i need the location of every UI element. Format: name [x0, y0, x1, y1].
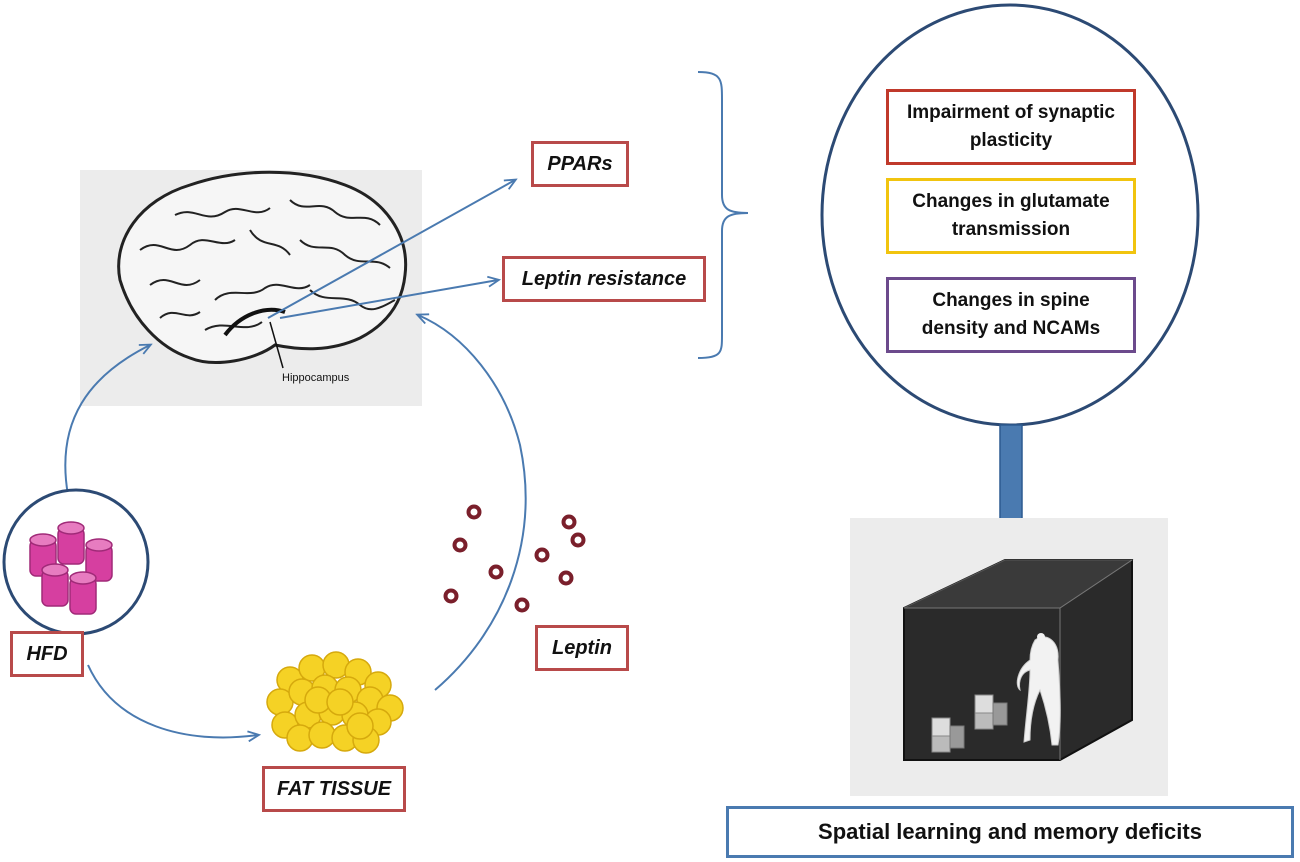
arrows: [64, 180, 527, 737]
leptin-dot: [488, 564, 504, 580]
rat-box-illustration: [903, 559, 1134, 761]
arrow-brain-to-leptin-resistance: [279, 280, 498, 319]
leptin-molecules: [443, 504, 586, 613]
leptin-dot: [558, 570, 574, 586]
leptin-dot: [570, 532, 586, 548]
effect-box-glutamate: Changes in glutamate transmission: [886, 178, 1136, 254]
leptin-label: Leptin: [535, 625, 629, 671]
leptin-dot: [466, 504, 482, 520]
arrow-leptin-to-brain: [418, 315, 527, 691]
hippocampus-label: Hippocampus: [282, 372, 350, 384]
leptin-dot: [514, 597, 530, 613]
leptin-dot: [452, 537, 468, 553]
hfd-cylinders-icon: [29, 521, 113, 615]
hfd-label: HFD: [10, 631, 84, 677]
effect-box-synaptic-plasticity: Impairment of synaptic plasticity: [886, 89, 1136, 165]
ppars-label: PPARs: [531, 141, 629, 187]
effect-box-spine-density: Changes in spine density and NCAMs: [886, 277, 1136, 353]
leptin-dot: [561, 514, 577, 530]
leptin-resistance-label: Leptin resistance: [502, 256, 706, 302]
brain-illustration: [117, 170, 408, 364]
fat-cell: [326, 688, 354, 716]
leptin-dot: [534, 547, 550, 563]
fat-cell: [308, 721, 336, 749]
fat-tissue-icon: [266, 651, 404, 754]
hippocampus-pointer: [269, 321, 284, 369]
bracket: [697, 71, 749, 359]
fat-tissue-label: FAT TISSUE: [262, 766, 406, 812]
outcome-box: Spatial learning and memory deficits: [726, 806, 1294, 858]
leptin-dot: [443, 588, 459, 604]
fat-cell: [346, 712, 374, 740]
arrow-brain-to-ppars: [267, 180, 515, 319]
arrow-hfd-to-brain: [64, 345, 150, 496]
arrow-hfd-to-fat: [87, 664, 258, 737]
